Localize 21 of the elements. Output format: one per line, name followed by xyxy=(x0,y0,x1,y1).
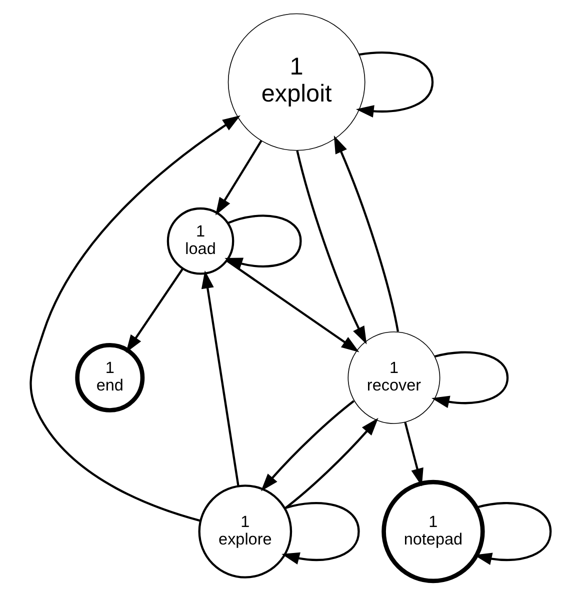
arrow xyxy=(404,422,424,486)
arrow xyxy=(432,351,509,408)
node-circle: 1 notepad xyxy=(382,480,485,584)
arrow xyxy=(201,270,240,486)
arrow xyxy=(474,502,552,565)
node-circle: 1 load xyxy=(166,207,234,275)
arrow xyxy=(215,140,262,216)
node-circle: 1 end xyxy=(75,342,145,412)
arrow xyxy=(334,136,400,332)
arrow xyxy=(126,268,184,353)
node-circle: 1 explore xyxy=(198,484,292,578)
node-circle: 1 exploit xyxy=(228,13,366,151)
arrow xyxy=(226,260,360,352)
node-circle: 1 recover xyxy=(348,331,440,424)
arrow xyxy=(356,52,434,118)
arrow xyxy=(282,502,360,564)
arrow xyxy=(284,418,378,510)
arrow xyxy=(224,214,302,270)
arrow xyxy=(296,150,367,344)
arrow xyxy=(260,400,354,492)
arrow xyxy=(30,115,240,522)
